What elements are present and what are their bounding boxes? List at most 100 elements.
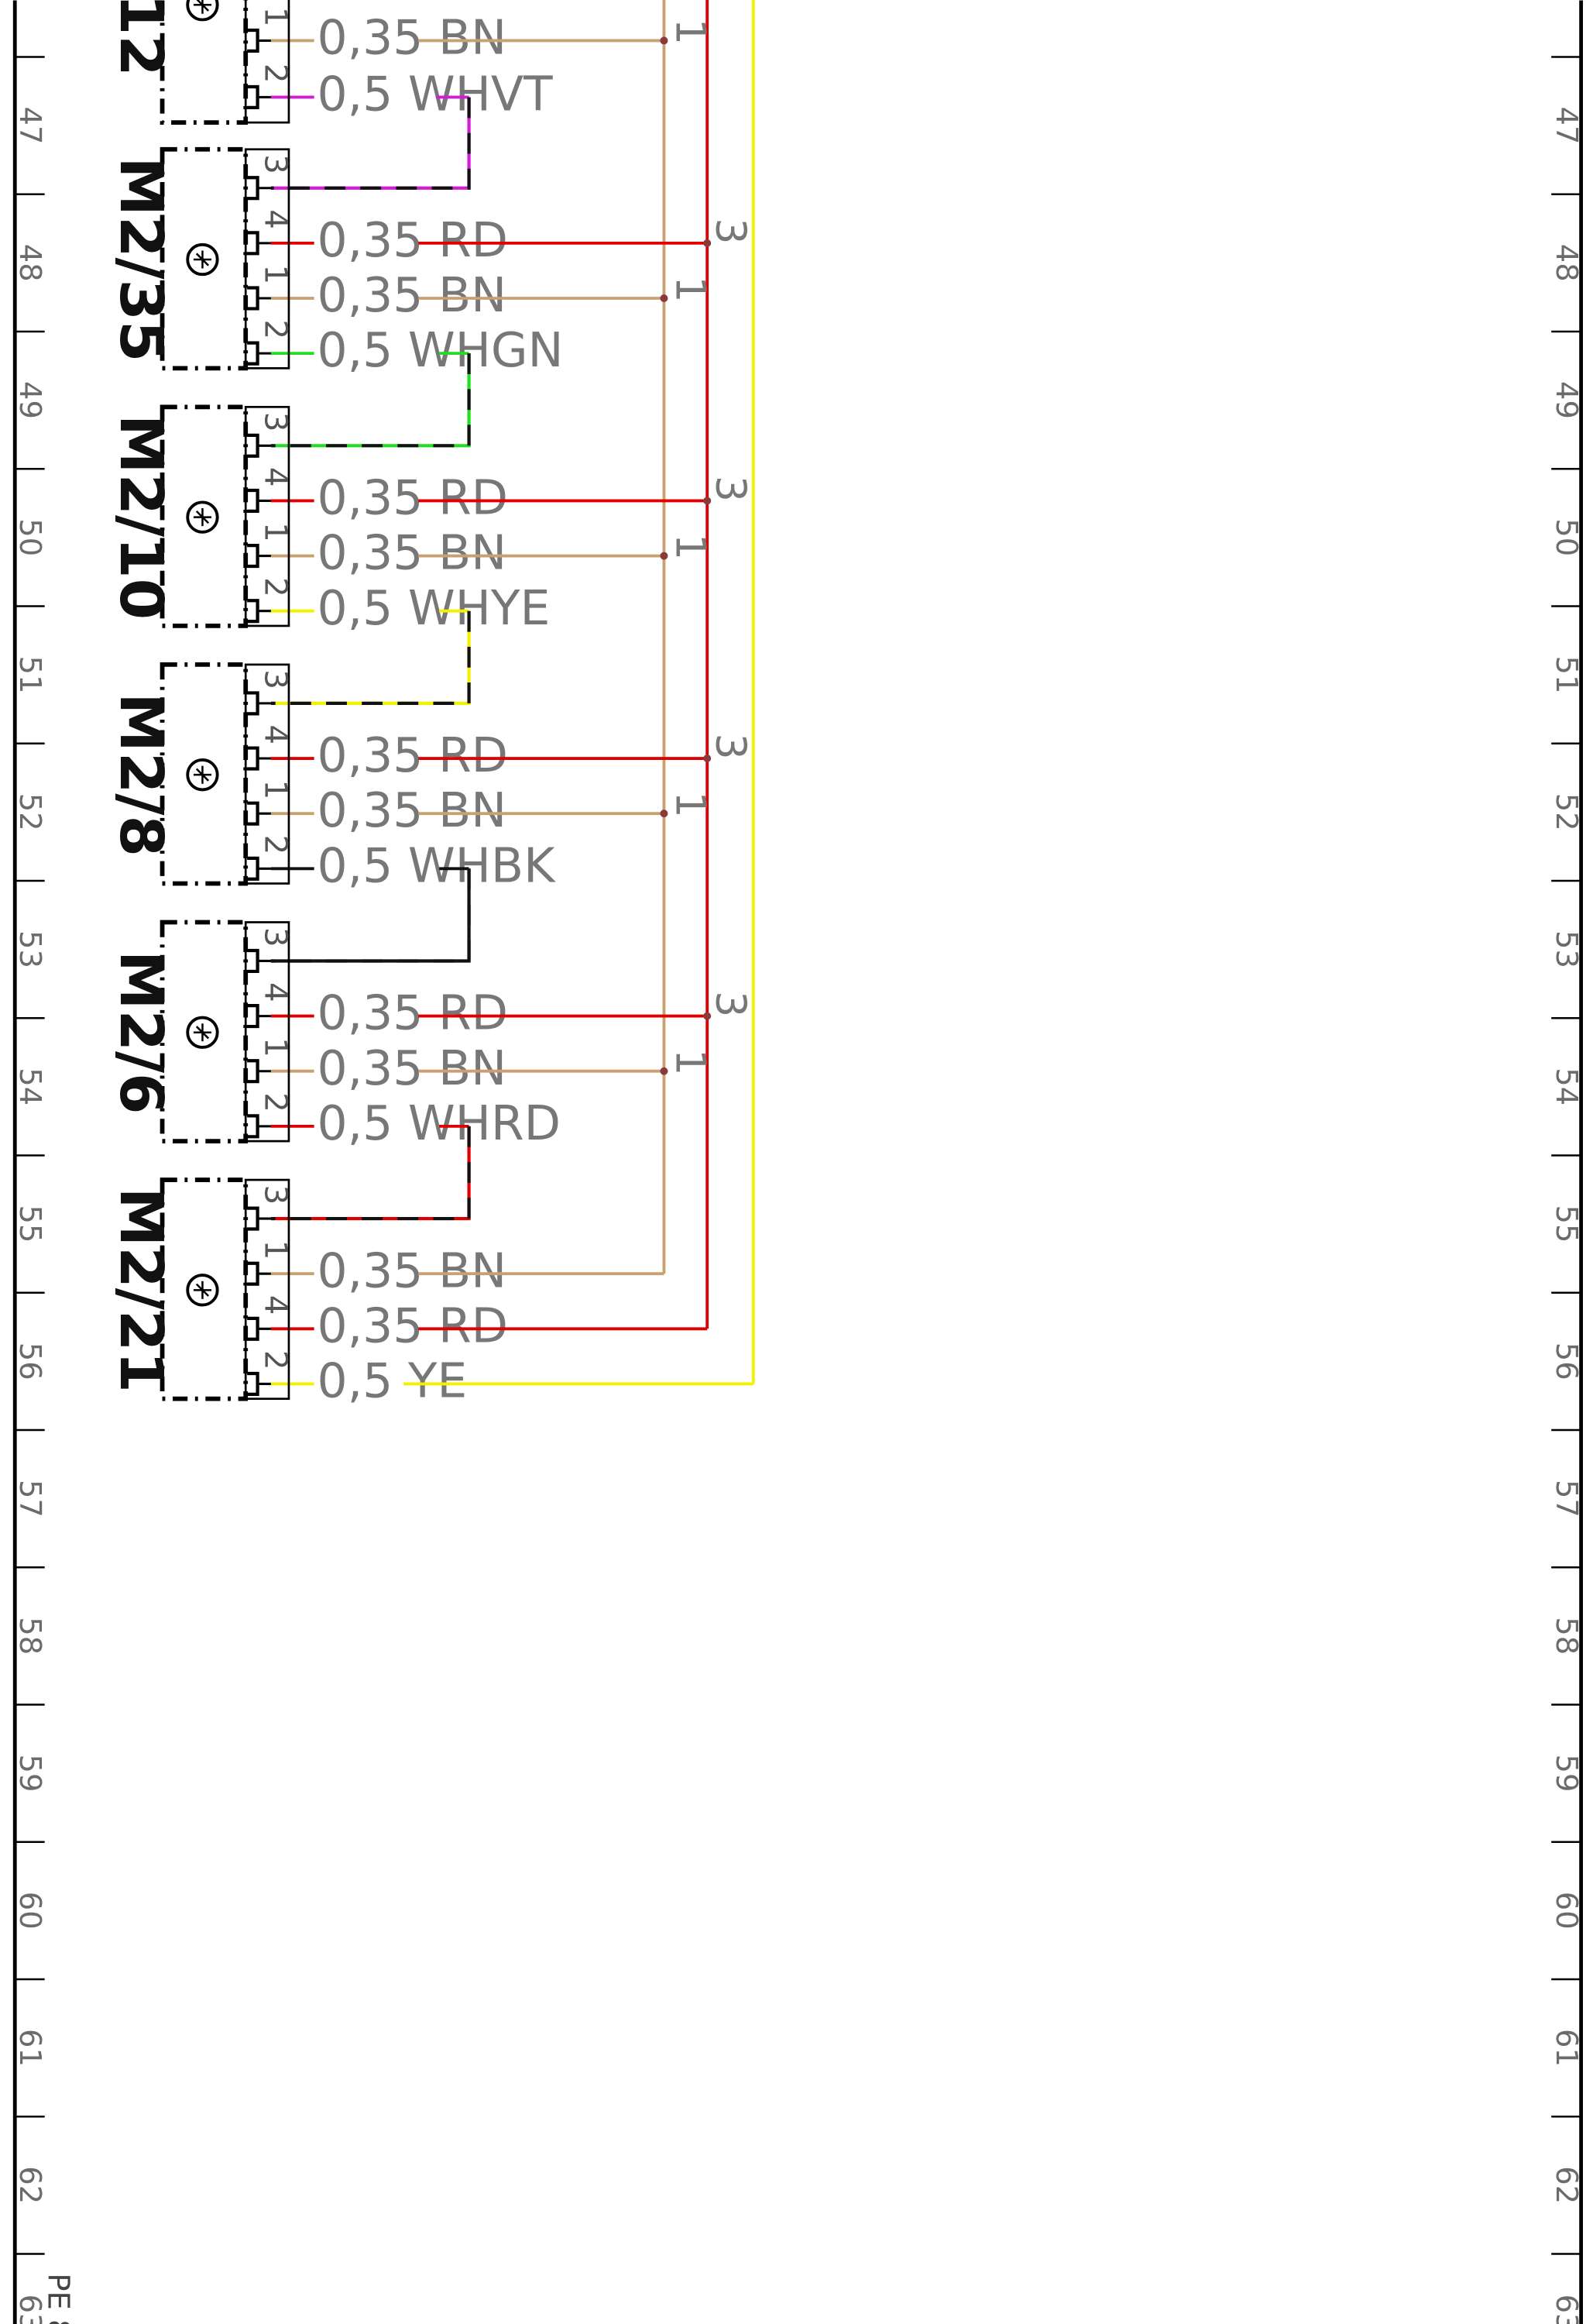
link-wire-dash (270, 1126, 471, 1221)
junction-dot (703, 239, 712, 247)
component-box (160, 1177, 249, 1401)
pin-number: 3 (258, 1184, 294, 1205)
component-label: M2/35 (106, 156, 175, 362)
connector-housing (244, 0, 290, 124)
junction-dot (660, 1067, 668, 1075)
wire-label: 0,35 BN (317, 525, 506, 581)
row-number-left: 63 (12, 2295, 47, 2324)
row-number-left: 58 (12, 1617, 47, 1655)
motor-icon-glyph (193, 250, 211, 269)
pin-number: 1 (258, 1037, 294, 1057)
pin-terminal (247, 1261, 259, 1286)
pin-terminal (247, 1114, 259, 1139)
pin-terminal (247, 488, 259, 514)
row-number-left: 57 (12, 1480, 47, 1518)
row-number-left: 52 (12, 793, 47, 831)
pin-terminal (247, 948, 259, 974)
pin-number: 3 (258, 412, 294, 432)
pin-number: 2 (258, 320, 294, 340)
pin-terminal (247, 1004, 259, 1029)
row-number-right: 54 (1549, 1067, 1584, 1105)
pin-terminal (247, 691, 259, 716)
pin-number: 2 (258, 64, 294, 84)
row-number-right: 56 (1549, 1342, 1584, 1380)
motor-icon-glyph (193, 508, 211, 527)
pin-terminal (247, 28, 259, 53)
pin-number: 4 (258, 209, 294, 229)
pin-number: 4 (258, 982, 294, 1002)
junction-dot (660, 294, 668, 302)
row-number-left: 53 (12, 930, 47, 968)
row-number-right: 48 (1549, 244, 1584, 282)
motor-icon-glyph (193, 765, 211, 784)
connector-housing (244, 663, 290, 885)
pin-number: 1 (258, 780, 294, 800)
row-number-right: 50 (1549, 518, 1584, 556)
pin-number: 4 (258, 724, 294, 744)
row-number-right: 52 (1549, 793, 1584, 831)
pin-number: 2 (258, 577, 294, 597)
pin-number: 3 (258, 154, 294, 174)
row-number-right: 57 (1549, 1480, 1584, 1518)
row-number-left: 49 (12, 381, 47, 419)
junction-label: 3 (706, 991, 755, 1017)
junction-dot (703, 755, 712, 763)
wire-label: 0,5 WHVT (317, 67, 552, 122)
wire-label: 0,35 RD (317, 1298, 508, 1353)
connector-housing (244, 148, 290, 370)
pin-terminal (247, 801, 259, 826)
pin-number: 4 (258, 467, 294, 487)
junction-label: 1 (667, 791, 716, 817)
pin-terminal (247, 286, 259, 311)
junction-label: 1 (667, 1049, 716, 1075)
junction-label: 3 (706, 218, 755, 244)
junction-label: 1 (667, 19, 716, 45)
component-box (160, 146, 249, 371)
sheet-ref-page: PE 8 (41, 2273, 76, 2324)
wire-label: 0,35 BN (317, 10, 506, 66)
connector-housing (244, 405, 290, 627)
row-number-right: 58 (1549, 1617, 1584, 1655)
pin-terminal (247, 1206, 259, 1231)
row-number-right: 61 (1549, 2029, 1584, 2067)
row-number-right: 62 (1549, 2166, 1584, 2204)
wire-label: 0,35 BN (317, 1243, 506, 1298)
pin-terminal (247, 856, 259, 881)
pin-terminal (247, 1316, 259, 1341)
component-label: M2/10 (106, 414, 175, 620)
pin-number: 1 (258, 1240, 294, 1260)
row-number-right: 59 (1549, 1755, 1584, 1793)
row-number-left: 56 (12, 1342, 47, 1380)
component-label: M2/8 (106, 693, 175, 857)
pin-number: 4 (258, 1295, 294, 1315)
pin-number: 1 (258, 7, 294, 27)
pin-terminal (247, 1371, 259, 1397)
junction-dot (660, 810, 668, 818)
junction-label: 1 (667, 276, 716, 302)
wire-label: 0,35 RD (317, 727, 508, 783)
wire-label: 0,35 RD (317, 985, 508, 1041)
row-number-right: 53 (1549, 930, 1584, 968)
pin-terminal (247, 543, 259, 569)
wire-label: 0,5 WHYE (317, 580, 550, 636)
row-number-right: 51 (1549, 656, 1584, 694)
pin-number: 2 (258, 1350, 294, 1370)
junction-dot (660, 552, 668, 560)
component-box (160, 404, 249, 628)
connector-housing (244, 921, 290, 1143)
junction-dot (703, 1012, 712, 1020)
row-number-right: 49 (1549, 381, 1584, 419)
row-number-right: 47 (1549, 107, 1584, 145)
pin-number: 1 (258, 522, 294, 542)
pin-number: 3 (258, 927, 294, 947)
row-number-left: 54 (12, 1067, 47, 1105)
pin-terminal (247, 1059, 259, 1084)
pin-terminal (247, 231, 259, 256)
junction-dot (660, 36, 668, 45)
pin-number: 3 (258, 669, 294, 689)
component-box (160, 662, 249, 886)
motor-icon-glyph (193, 0, 211, 14)
junction-dot (703, 497, 712, 505)
wire-label: 0,35 RD (317, 212, 508, 268)
row-number-left: 60 (12, 1892, 47, 1930)
